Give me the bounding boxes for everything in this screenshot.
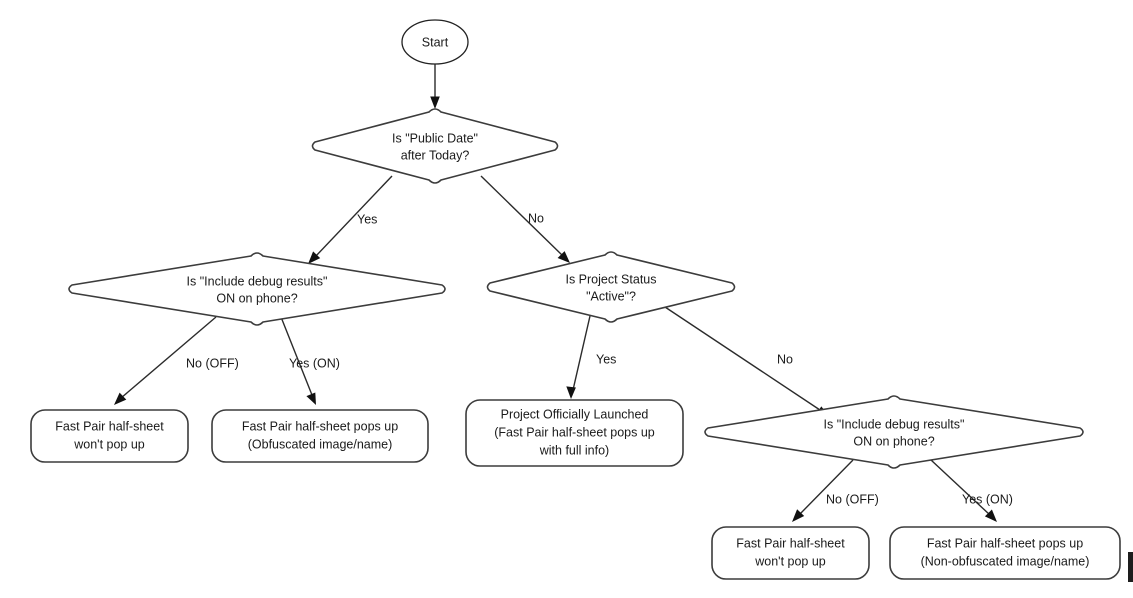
edge-label-project-status-no: No xyxy=(777,352,793,366)
arrow-head-icon xyxy=(308,251,321,264)
node-debug-left-line1: Is "Include debug results" xyxy=(187,274,328,288)
result-right-off-box[interactable] xyxy=(711,526,870,580)
arrow-head-icon xyxy=(557,251,570,263)
edge-label-project-status-yes: Yes xyxy=(596,352,616,366)
node-launched-line1: Project Officially Launched xyxy=(501,407,649,421)
node-debug-left-line2: ON on phone? xyxy=(216,291,297,305)
debug-results-left-diamond[interactable] xyxy=(68,252,446,326)
edge-label-public-date-no: No xyxy=(528,211,544,225)
node-result-right-on[interactable]: Fast Pair half-sheet pops up (Non-obfusc… xyxy=(889,526,1121,580)
project-launched-box[interactable] xyxy=(465,399,684,467)
arrow-head-icon xyxy=(566,386,576,399)
node-result-right-off[interactable]: Fast Pair half-sheet won't pop up xyxy=(711,526,870,580)
edge-public-date-no: No xyxy=(480,175,570,263)
public-date-diamond[interactable] xyxy=(311,108,559,184)
node-public-date-decision[interactable]: Is "Public Date" after Today? xyxy=(311,108,559,184)
debug-results-right-diamond[interactable] xyxy=(704,395,1084,469)
edge-line xyxy=(664,306,821,411)
node-project-status-decision[interactable]: Is Project Status "Active"? xyxy=(486,251,736,323)
node-result-left-on[interactable]: Fast Pair half-sheet pops up (Obfuscated… xyxy=(211,409,429,463)
node-public-date-line1: Is "Public Date" xyxy=(392,131,478,145)
node-start[interactable]: Start xyxy=(401,19,469,65)
edge-label-debug-left-yes: Yes (ON) xyxy=(289,356,340,370)
node-result-right-off-line1: Fast Pair half-sheet xyxy=(736,536,845,550)
result-left-off-box[interactable] xyxy=(30,409,189,463)
edge-debug-right-yes: Yes (ON) xyxy=(930,459,1013,522)
node-debug-right-line2: ON on phone? xyxy=(853,434,934,448)
node-launched-line3: with full info) xyxy=(539,443,609,457)
edge-line xyxy=(798,459,854,516)
node-result-left-off-line2: won't pop up xyxy=(73,437,145,451)
edge-crop-artifact xyxy=(1128,552,1133,582)
edge-project-status-no: No xyxy=(664,306,829,416)
arrow-head-icon xyxy=(430,96,440,109)
edge-line xyxy=(120,316,217,399)
node-result-left-on-line2: (Obfuscated image/name) xyxy=(248,437,393,451)
node-project-status-line1: Is Project Status xyxy=(565,272,656,286)
node-result-right-off-line2: won't pop up xyxy=(754,554,826,568)
edge-label-debug-right-yes: Yes (ON) xyxy=(962,492,1013,506)
edge-debug-left-yes: Yes (ON) xyxy=(280,316,340,405)
node-public-date-line2: after Today? xyxy=(401,148,470,162)
node-debug-right-line1: Is "Include debug results" xyxy=(824,417,965,431)
edge-start-to-public-date xyxy=(430,64,440,109)
edge-debug-left-no: No (OFF) xyxy=(114,316,239,405)
arrow-head-icon xyxy=(984,509,997,522)
edge-label-public-date-yes: Yes xyxy=(357,212,377,226)
node-result-right-on-line1: Fast Pair half-sheet pops up xyxy=(927,536,1083,550)
node-result-right-on-line2: (Non-obfuscated image/name) xyxy=(921,554,1090,568)
result-left-on-box[interactable] xyxy=(211,409,429,463)
arrow-head-icon xyxy=(114,392,127,405)
node-debug-results-left-decision[interactable]: Is "Include debug results" ON on phone? xyxy=(68,252,446,326)
project-status-diamond[interactable] xyxy=(486,251,736,323)
node-result-left-off[interactable]: Fast Pair half-sheet won't pop up xyxy=(30,409,189,463)
node-project-launched[interactable]: Project Officially Launched (Fast Pair h… xyxy=(465,399,684,467)
edge-line xyxy=(572,315,591,391)
result-right-on-box[interactable] xyxy=(889,526,1121,580)
node-result-left-on-line1: Fast Pair half-sheet pops up xyxy=(242,419,398,433)
arrow-head-icon xyxy=(792,509,805,522)
edge-label-debug-right-no: No (OFF) xyxy=(826,492,879,506)
edge-public-date-yes: Yes xyxy=(308,175,393,264)
node-project-status-line2: "Active"? xyxy=(586,289,636,303)
node-result-left-off-line1: Fast Pair half-sheet xyxy=(55,419,164,433)
edge-line xyxy=(280,316,313,396)
edge-line xyxy=(314,175,393,258)
node-launched-line2: (Fast Pair half-sheet pops up xyxy=(494,425,655,439)
edge-debug-right-no: No (OFF) xyxy=(792,459,879,522)
arrow-head-icon xyxy=(306,392,316,405)
edge-line xyxy=(930,459,991,516)
start-ellipse[interactable] xyxy=(401,19,469,65)
node-start-label: Start xyxy=(422,35,449,49)
edge-label-debug-left-no: No (OFF) xyxy=(186,356,239,370)
edge-project-status-yes: Yes xyxy=(566,315,616,399)
node-debug-results-right-decision[interactable]: Is "Include debug results" ON on phone? xyxy=(704,395,1084,469)
edge-line xyxy=(480,175,564,257)
